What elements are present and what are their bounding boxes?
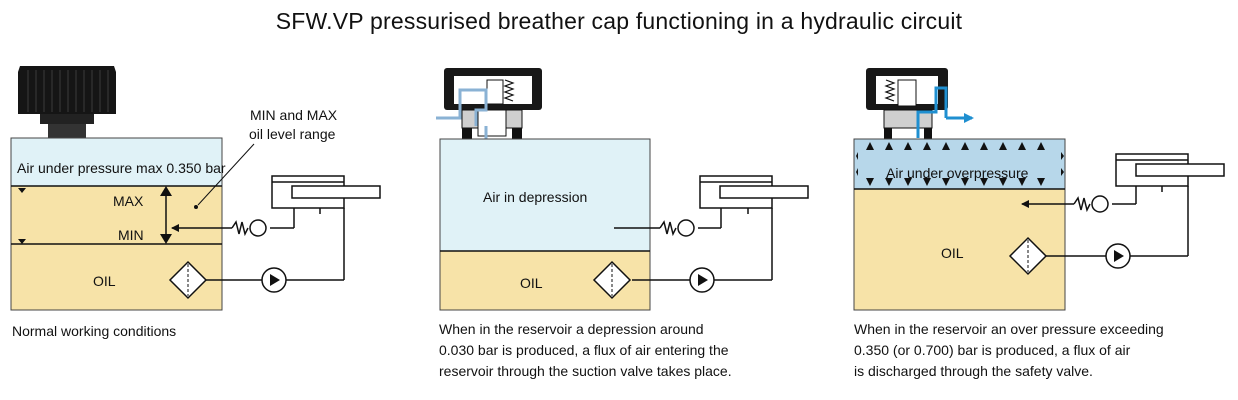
max-level-marker-icon: [18, 188, 26, 193]
caption-line: When in the reservoir a depression aroun…: [439, 321, 704, 337]
pressure-arrow-icon: [999, 142, 1007, 150]
max-label: MAX: [113, 193, 144, 209]
pressure-arrow-icon: [961, 142, 969, 150]
caption-depression: When in the reservoir a depression aroun…: [439, 321, 732, 379]
pressure-arrow-icon: [923, 142, 931, 150]
pressure-arrow-icon: [980, 142, 988, 150]
pressure-arrow-icon: [1061, 168, 1064, 176]
caption-line: 0.350 (or 0.700) bar is produced, a flux…: [854, 342, 1131, 358]
min-level-marker-icon: [18, 239, 26, 244]
pressure-arrow-icon: [885, 142, 893, 150]
callout-line1: MIN and MAX: [250, 107, 338, 123]
caption-line: 0.030 bar is produced, a flux of air ent…: [439, 342, 729, 358]
pressure-arrow-icon: [904, 178, 912, 186]
pressure-arrow-icon: [885, 178, 893, 186]
diagram-title: SFW.VP pressurised breather cap function…: [275, 8, 963, 34]
hydraulic-circuit: [614, 175, 809, 293]
panel-depression: Air in depression OIL When in the reserv…: [436, 68, 809, 379]
air-depression-label: Air in depression: [483, 189, 587, 205]
pressure-arrow-icon: [1037, 178, 1045, 186]
filter-icon: [168, 260, 208, 300]
filter-icon: [1008, 236, 1048, 276]
oil-label: OIL: [93, 273, 116, 289]
pressure-arrow-icon: [1018, 142, 1026, 150]
breather-cap-icon: [18, 66, 116, 138]
panel-overpressure: Air under overpressure OIL When in the r…: [853, 68, 1225, 379]
caption-line: Normal working conditions: [12, 323, 176, 339]
air-overpressure-label: Air under overpressure: [886, 165, 1029, 181]
pressure-arrow-icon: [923, 178, 931, 186]
hydraulic-circuit: [1021, 153, 1225, 269]
caption-normal: Normal working conditions: [12, 323, 176, 339]
min-label: MIN: [118, 227, 144, 243]
oil-label: OIL: [520, 275, 543, 291]
caption-line: is discharged through the safety valve.: [854, 363, 1093, 379]
pressure-arrows: [856, 142, 1064, 186]
air-pressure-label: Air under pressure max 0.350 bar: [17, 160, 226, 176]
oil-label: OIL: [941, 245, 964, 261]
pressure-arrow-icon: [856, 168, 858, 176]
pressure-arrow-icon: [1037, 142, 1045, 150]
pressure-arrow-icon: [904, 142, 912, 150]
air-zone: [10, 137, 223, 187]
pressure-arrow-icon: [1061, 152, 1064, 160]
pressure-arrow-icon: [942, 142, 950, 150]
pressure-arrow-icon: [999, 178, 1007, 186]
cap-section-icon: [866, 68, 948, 140]
caption-overpressure: When in the reservoir an over pressure e…: [854, 321, 1164, 379]
pressure-arrow-icon: [856, 152, 858, 160]
pressure-arrow-icon: [1018, 178, 1026, 186]
pressure-arrow-icon: [980, 178, 988, 186]
hydraulic-circuit: [171, 175, 381, 293]
caption-line: When in the reservoir an over pressure e…: [854, 321, 1164, 337]
panel-normal: Air under pressure max 0.350 bar MAX MIN…: [10, 66, 381, 339]
caption-line: reservoir through the suction valve take…: [439, 363, 732, 379]
pump-icon: [698, 274, 708, 286]
filter-icon: [592, 260, 632, 300]
callout-leader: [197, 143, 255, 206]
pressure-arrow-icon: [866, 178, 874, 186]
pressurised-air-zone: [853, 138, 1066, 190]
pressure-arrow-icon: [942, 178, 950, 186]
callout-line2: oil level range: [249, 126, 336, 142]
oil-level-range-zone: [10, 185, 223, 245]
pump-icon: [1114, 250, 1124, 262]
air-zone: [439, 138, 651, 252]
pressure-arrow-icon: [961, 178, 969, 186]
pressure-arrow-icon: [866, 142, 874, 150]
pump-icon: [270, 274, 280, 286]
